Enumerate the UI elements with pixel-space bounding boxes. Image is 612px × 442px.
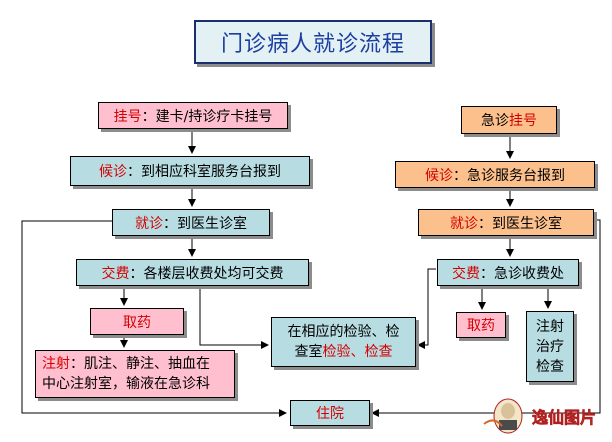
wait-text: ：到相应科室服务台报到 (127, 164, 281, 180)
er-wait-text: ：急诊服务台报到 (453, 167, 565, 184)
watermark-portrait-icon (483, 398, 523, 434)
arrow-er-pay-to-exam (417, 268, 436, 349)
pay-text: ：各楼层收费处均可交费 (129, 265, 284, 282)
wait-box: 候诊：到相应科室服务台报到 (70, 156, 310, 186)
watermark: 逸仙图片 (480, 394, 608, 438)
er-consult-box: 就诊：到医生诊室 (418, 209, 594, 236)
arrow-pay-to-exam (199, 284, 269, 349)
exam-line2-prefix: 查室 (294, 344, 323, 360)
injection-box: 注射：肌注、静注、抽血在 中心注射室，输液在急诊科 (35, 350, 235, 398)
hospitalize-box: 住院 (290, 400, 370, 426)
er-wait-prefix: 候诊 (425, 167, 453, 184)
er-register-box: 急诊挂号 (461, 106, 557, 134)
er-treatment-line3: 检查 (536, 358, 564, 375)
er-wait-box: 候诊：急诊服务台报到 (395, 161, 595, 188)
exam-line2-red: 检验、检查 (322, 344, 393, 360)
consult-prefix: 就诊 (135, 215, 163, 232)
exam-line1: 在相应的检验、检 (287, 324, 400, 340)
exam-box: 在相应的检验、检 查室检验、检查 (271, 317, 416, 367)
er-pay-prefix: 交费 (452, 265, 480, 282)
arrow-er-consult-to-hospitalize (371, 219, 601, 417)
injection-line1: ：肌注、静注、抽血在 (70, 356, 210, 372)
er-pay-box: 交费：急诊收费处 (437, 259, 579, 286)
er-treatment-line1: 注射 (536, 318, 564, 335)
register-prefix: 挂号 (113, 108, 142, 125)
consult-text: ：到医生诊室 (163, 215, 247, 232)
er-medicine-box: 取药 (456, 312, 506, 338)
er-register-prefix: 急诊 (481, 113, 509, 129)
injection-line2: 中心注射室，输液在急诊科 (42, 376, 210, 392)
er-treatment-box: 注射 治疗 检查 (526, 311, 574, 382)
arrow-consult-to-hospitalize (21, 220, 287, 417)
pay-box: 交费：各楼层收费处均可交费 (76, 259, 309, 286)
register-text: ：建卡/持诊疗卡挂号 (141, 108, 273, 125)
er-consult-text: ：到医生诊室 (478, 215, 562, 232)
pay-prefix: 交费 (101, 265, 130, 282)
er-register-red: 挂号 (509, 113, 537, 129)
wait-prefix: 候诊 (99, 164, 127, 180)
injection-prefix: 注射 (42, 356, 70, 372)
er-treatment-line2: 治疗 (536, 338, 564, 355)
er-consult-prefix: 就诊 (450, 215, 478, 232)
medicine-box: 取药 (90, 308, 184, 335)
consult-box: 就诊：到医生诊室 (112, 209, 270, 236)
er-pay-text: ：急诊收费处 (480, 265, 564, 282)
watermark-text: 逸仙图片 (532, 408, 597, 428)
page-title: 门诊病人就诊流程 (194, 20, 432, 64)
register-box: 挂号：建卡/持诊疗卡挂号 (98, 102, 288, 129)
